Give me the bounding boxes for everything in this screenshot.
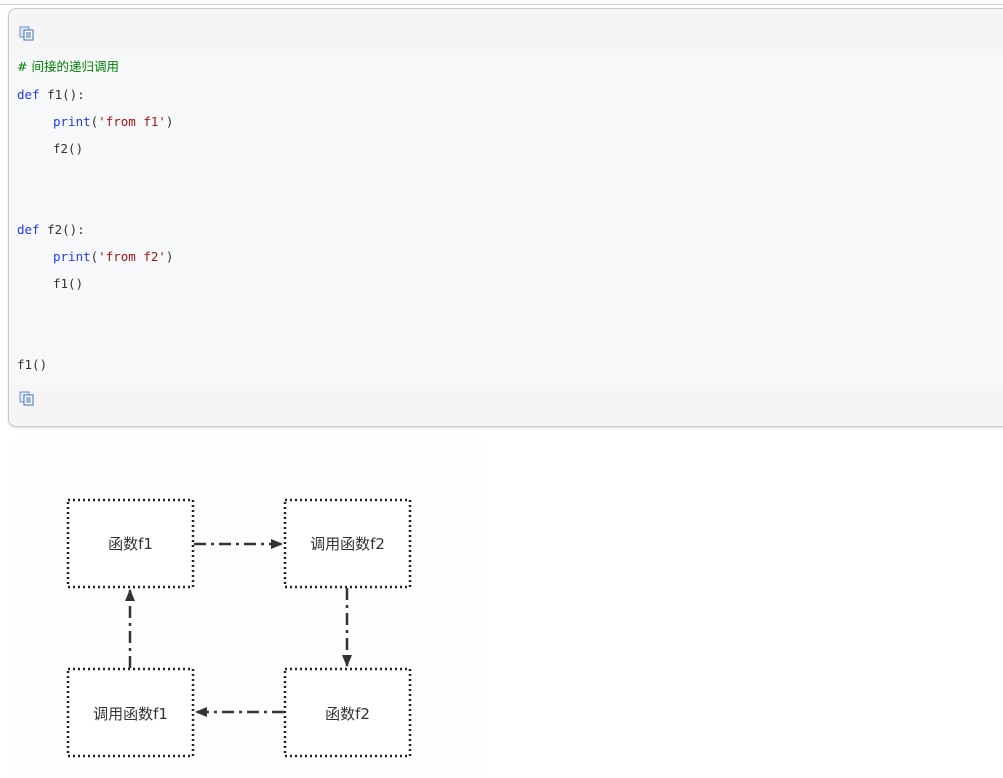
code-paren-close: ) <box>165 114 174 129</box>
code-line-print-f2: print('from f2') <box>53 249 173 265</box>
code-block: # 间接的递归调用 def f1(): print('from f1') f2(… <box>8 8 1003 427</box>
copy-code-icon <box>19 26 34 41</box>
code-line-call-f2: f2() <box>53 141 84 156</box>
node-call-f2-label: 调用函数f2 <box>310 535 385 553</box>
node-call-f1-label: 调用函数f1 <box>93 705 168 723</box>
code-line-call-f1: f1() <box>53 276 84 291</box>
code-paren-open: ( <box>90 114 99 129</box>
code-content <box>9 55 1003 385</box>
code-paren-open: ( <box>90 249 99 264</box>
top-divider <box>0 4 1003 5</box>
node-call-f2: 调用函数f2 <box>283 498 412 589</box>
node-func-f1: 函数f1 <box>66 498 195 589</box>
builtin-print: print <box>53 249 91 264</box>
code-comment: # 间接的递归调用 <box>17 59 119 74</box>
code-line-print-f1: print('from f1') <box>53 114 173 130</box>
keyword-def: def <box>17 222 40 237</box>
copy-code-icon <box>19 391 34 406</box>
code-def-f1-signature: f1(): <box>39 87 85 102</box>
node-func-f2-label: 函数f2 <box>325 705 370 723</box>
code-def-f2-signature: f2(): <box>39 222 85 237</box>
node-call-f1: 调用函数f1 <box>66 667 195 758</box>
diagram-canvas: 函数f1 调用函数f2 调用函数f1 函数f2 <box>66 498 412 758</box>
code-line-def-f1: def f1(): <box>17 87 85 103</box>
string-literal: 'from f1' <box>98 114 166 129</box>
builtin-print: print <box>53 114 91 129</box>
node-func-f1-label: 函数f1 <box>108 535 153 553</box>
copy-code-button-bottom[interactable] <box>19 390 35 406</box>
recursion-diagram: 函数f1 调用函数f2 调用函数f1 函数f2 <box>8 438 486 778</box>
node-func-f2: 函数f2 <box>283 667 412 758</box>
keyword-def: def <box>17 87 40 102</box>
code-line-def-f2: def f2(): <box>17 222 85 238</box>
code-paren-close: ) <box>165 249 174 264</box>
string-literal: 'from f2' <box>98 249 166 264</box>
code-line-main-call: f1() <box>17 357 48 372</box>
copy-code-button-top[interactable] <box>19 25 35 41</box>
